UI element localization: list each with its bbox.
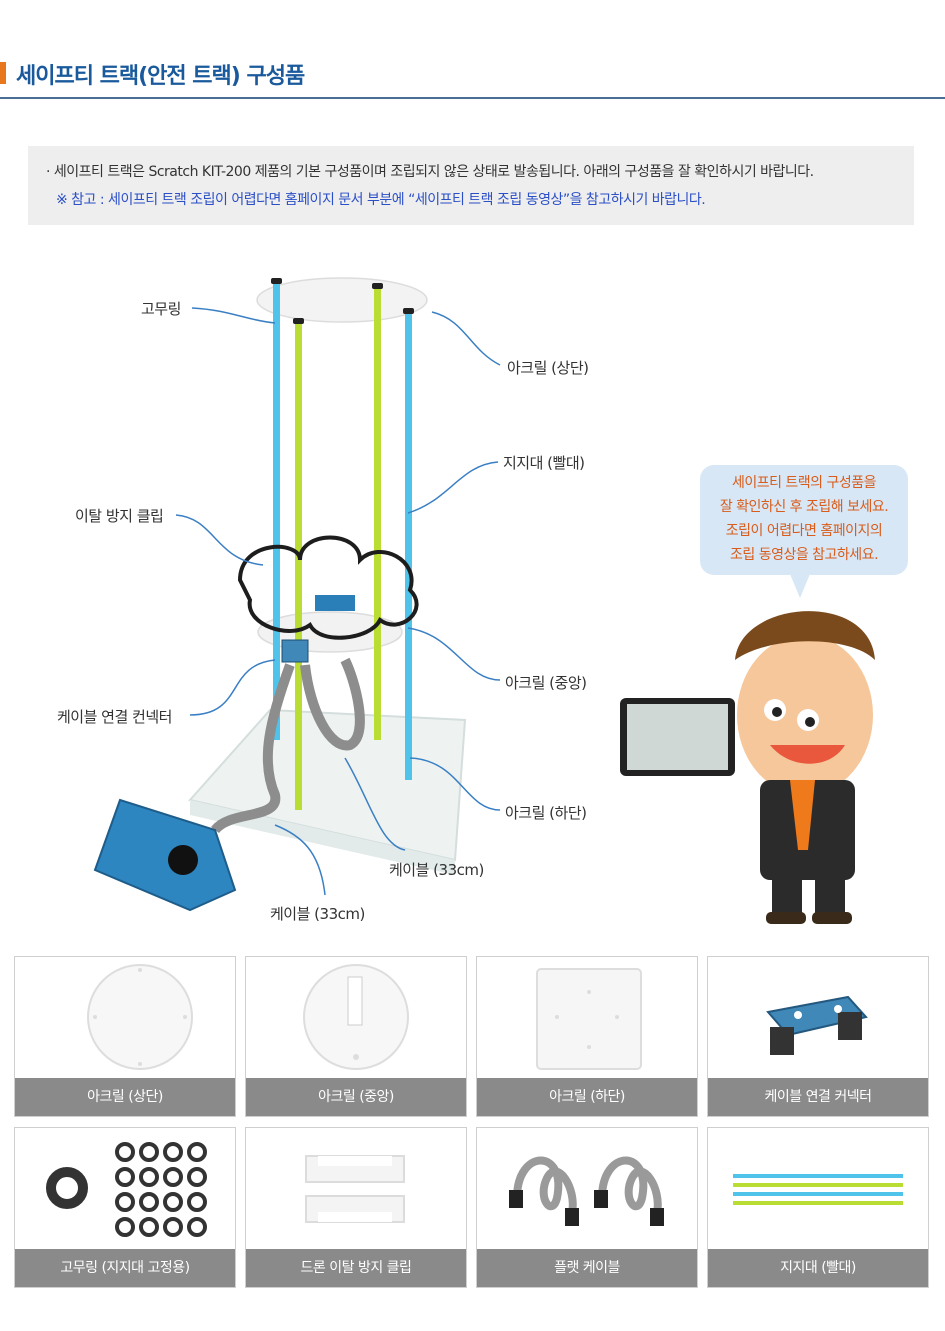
component-card-cable-connector: 케이블 연결 커넥터 xyxy=(707,956,929,1117)
component-card-clip: 드론 이탈 방지 클립 xyxy=(245,1127,467,1288)
leader-mid xyxy=(407,627,501,681)
leader-clip xyxy=(175,514,264,566)
leader-top xyxy=(431,311,501,366)
rubber-ring-image xyxy=(46,1142,207,1237)
small-ring xyxy=(163,1142,183,1162)
component-caption: 아크릴 (상단) xyxy=(15,1078,235,1116)
character-illustration xyxy=(620,611,875,924)
small-ring xyxy=(115,1192,135,1212)
small-ring xyxy=(139,1192,159,1212)
page-title: 세이프티 트랙(안전 트랙) 구성품 xyxy=(16,64,305,89)
small-ring xyxy=(139,1217,159,1237)
small-ring xyxy=(115,1217,135,1237)
component-card-acrylic-bottom: 아크릴 (하단) xyxy=(476,956,698,1117)
rod-blue-right xyxy=(405,310,412,780)
small-ring xyxy=(115,1142,135,1162)
acrylic-bottom-edge xyxy=(190,800,455,875)
rod-blue-left xyxy=(273,280,280,740)
leader-rod xyxy=(407,461,499,514)
bubble-line: 조립 동영상을 참고하세요. xyxy=(729,547,879,563)
bubble-line: 세이프티 트랙의 구성품을 xyxy=(731,475,877,491)
joystick xyxy=(168,845,198,875)
notice-text: · 세이프티 트랙은 Scratch KIT-200 제품의 기본 구성품이며 … xyxy=(46,164,814,180)
acrylic-top-plate xyxy=(256,277,428,323)
notice-reference: ※ 참고 : 세이프티 트랙 조립이 어렵다면 홈페이지 문서 부분에 “세이프… xyxy=(56,192,706,208)
ring xyxy=(403,308,414,314)
component-caption: 아크릴 (중앙) xyxy=(246,1078,466,1116)
small-ring xyxy=(187,1167,207,1187)
flat-cable-b xyxy=(300,657,365,751)
acrylic-mid-image xyxy=(303,964,409,1070)
small-ring xyxy=(163,1167,183,1187)
acrylic-top-image xyxy=(87,964,193,1070)
speech-bubble-tail xyxy=(790,574,810,598)
speech-bubble: 세이프티 트랙의 구성품을 잘 확인하신 후 조립해 보세요. 조립이 어렵다면… xyxy=(700,465,908,575)
small-ring xyxy=(187,1142,207,1162)
label-cable-connector: 케이블 연결 컨넥터 xyxy=(57,708,172,726)
leader-cable-a xyxy=(344,757,406,851)
leader-bottom xyxy=(409,757,501,811)
label-acrylic-mid: 아크릴 (중앙) xyxy=(505,674,587,692)
flat-cable-a xyxy=(211,663,295,834)
small-ring xyxy=(163,1192,183,1212)
label-rubber-ring: 고무링 xyxy=(141,300,181,318)
label-acrylic-bottom: 아크릴 (하단) xyxy=(505,804,587,822)
component-caption: 지지대 (빨대) xyxy=(708,1249,928,1287)
support-rod-image xyxy=(733,1174,903,1205)
component-card-flat-cable: 플랫 케이블 xyxy=(476,1127,698,1288)
small-ring xyxy=(139,1167,159,1187)
label-cable-b: 케이블 (33cm) xyxy=(270,905,365,923)
drone-guard xyxy=(237,535,419,640)
ring xyxy=(293,318,304,324)
title-accent-bar xyxy=(0,62,6,84)
rod-green-right xyxy=(374,285,381,740)
label-acrylic-top: 아크릴 (상단) xyxy=(507,359,589,377)
component-caption: 드론 이탈 방지 클립 xyxy=(246,1249,466,1287)
drone-board xyxy=(315,595,355,611)
label-support-rod: 지지대 (빨대) xyxy=(503,454,585,472)
small-ring xyxy=(163,1217,183,1237)
title-divider xyxy=(0,97,945,99)
assembly-illustration xyxy=(93,277,875,924)
ring xyxy=(271,278,282,284)
component-card-acrylic-top: 아크릴 (상단) xyxy=(14,956,236,1117)
ring xyxy=(372,283,383,289)
small-ring xyxy=(187,1217,207,1237)
bubble-line: 잘 확인하신 후 조립해 보세요. xyxy=(719,499,889,515)
component-card-acrylic-mid: 아크릴 (중앙) xyxy=(245,956,467,1117)
label-cable-a: 케이블 (33cm) xyxy=(389,861,484,879)
clip-image xyxy=(305,1155,405,1223)
rod-green-left xyxy=(295,320,302,810)
label-clip: 이탈 방지 클립 xyxy=(75,507,164,525)
small-ring xyxy=(187,1192,207,1212)
component-caption: 케이블 연결 커넥터 xyxy=(708,1078,928,1116)
cable-connector-image xyxy=(766,995,868,1055)
leader-connector xyxy=(189,659,276,716)
component-caption: 아크릴 (하단) xyxy=(477,1078,697,1116)
notice-box: · 세이프티 트랙은 Scratch KIT-200 제품의 기본 구성품이며 … xyxy=(28,146,914,225)
small-ring xyxy=(139,1142,159,1162)
cable-connector xyxy=(281,639,309,663)
component-caption: 고무링 (지지대 고정용) xyxy=(15,1249,235,1287)
component-caption: 플랫 케이블 xyxy=(477,1249,697,1287)
controller-board xyxy=(93,798,237,912)
leader-ring xyxy=(191,307,276,324)
small-ring xyxy=(115,1167,135,1187)
component-card-rubber-ring: 고무링 (지지대 고정용) xyxy=(14,1127,236,1288)
flat-cable-image xyxy=(509,1156,664,1226)
acrylic-bottom-image xyxy=(536,968,642,1070)
bubble-line: 조립이 어렵다면 홈페이지의 xyxy=(725,523,883,539)
leader-cable-b xyxy=(274,824,326,896)
component-card-support-rod: 지지대 (빨대) xyxy=(707,1127,929,1288)
